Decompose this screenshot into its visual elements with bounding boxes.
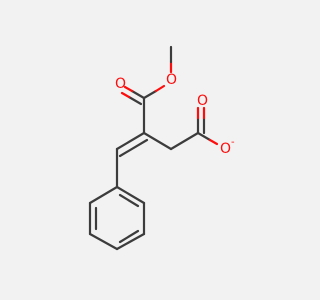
molecule-diagram: O O O O - [88, 45, 235, 251]
bond-c-to-ch2 [142, 131, 173, 151]
atom-label-ester-o-methoxy: O [166, 72, 177, 88]
bond-ring-4 [115, 232, 146, 251]
bond-ring-inner-3 [118, 193, 140, 208]
bond-carboxyl-o-dark [196, 131, 212, 142]
bond-carboxyl-o-red [208, 138, 219, 146]
bond-ester-co-dark-2 [127, 95, 143, 106]
atom-charge-label: - [231, 137, 235, 148]
bond-ring-3 [88, 232, 119, 251]
bond-ch2-to-carboxyl [169, 131, 200, 151]
structure-canvas: O O O O - [88, 45, 235, 251]
bond-ester-co-red [123, 85, 134, 93]
bond-alkene-second [118, 138, 149, 158]
bond-ester-o-red [154, 84, 166, 93]
bond-ester-co-dark [130, 89, 146, 100]
bond-ester-o-dark [142, 89, 158, 100]
atom-label-ester-o-carbonyl: O [115, 76, 126, 92]
bond-alkene [115, 131, 146, 151]
bond-ring-1 [88, 185, 119, 205]
bond-ring-6 [115, 185, 146, 205]
bond-ring-inner-2 [118, 229, 140, 244]
bond-ester-co-red-2 [120, 91, 131, 99]
benzene-ring [88, 185, 146, 251]
atom-label-carboxylate-o-single: O [220, 141, 231, 157]
atom-label-carboxylate-o-double: O [197, 93, 208, 109]
